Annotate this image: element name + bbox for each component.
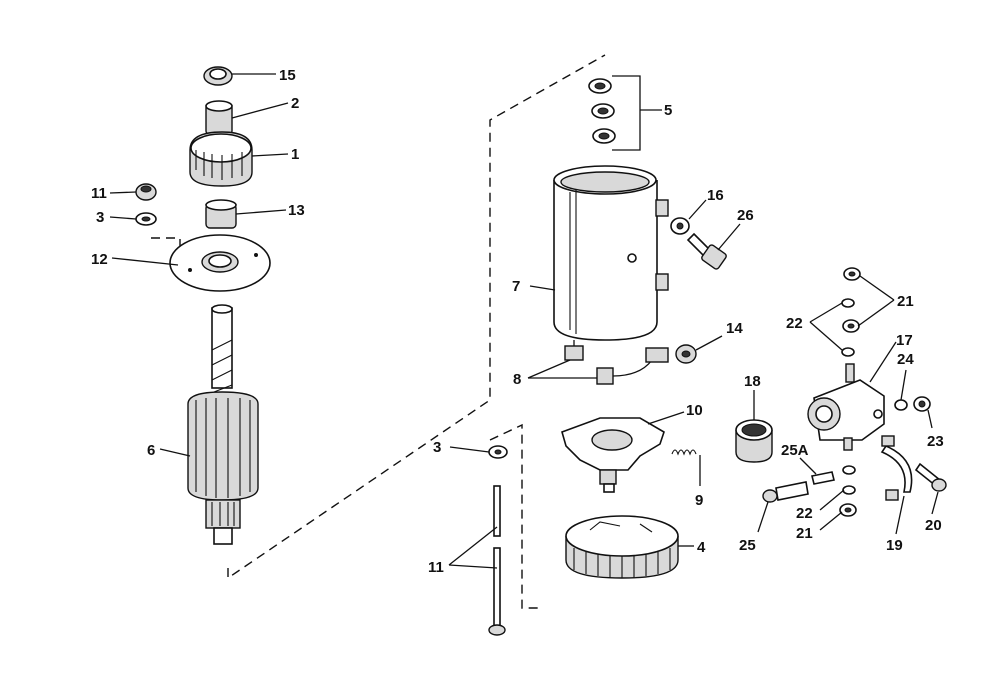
part-18-ring <box>735 419 773 463</box>
callout-18: 18 <box>744 373 761 390</box>
part-14-nut <box>675 344 697 364</box>
part-15-nut <box>203 66 233 86</box>
callout-21-bottom: 21 <box>796 525 813 542</box>
part-8-brush-leads <box>564 340 669 385</box>
part-21-nut-lower <box>839 503 857 517</box>
part-11-nut-top <box>135 183 157 201</box>
callout-3-top: 3 <box>96 209 104 226</box>
callout-2: 2 <box>291 95 299 112</box>
part-22-washer-upper-a <box>841 298 855 308</box>
part-22-washer-lower <box>842 465 856 495</box>
callout-23: 23 <box>927 433 944 450</box>
callout-17: 17 <box>896 332 913 349</box>
part-12-end-plate <box>169 234 271 292</box>
part-3-washer-mid <box>488 445 508 459</box>
callout-6: 6 <box>147 442 155 459</box>
part-25A-stud <box>811 471 835 485</box>
part-10-brush-plate <box>561 417 665 493</box>
part-21-nut-upper-b <box>842 319 860 333</box>
callout-labels: 15 2 1 11 3 13 12 6 5 16 26 7 14 8 10 3 … <box>91 67 944 576</box>
part-24-washer <box>894 399 908 411</box>
callout-19: 19 <box>886 537 903 554</box>
part-11-through-bolts <box>488 485 506 636</box>
callout-22-top: 22 <box>786 315 803 332</box>
callout-16: 16 <box>707 187 724 204</box>
part-9-springs <box>671 449 697 456</box>
callout-14: 14 <box>726 320 743 337</box>
callout-22-bottom: 22 <box>796 505 813 522</box>
callout-25: 25 <box>739 537 756 554</box>
callout-7: 7 <box>512 278 520 295</box>
callout-12: 12 <box>91 251 108 268</box>
callout-1: 1 <box>291 146 299 163</box>
callout-13: 13 <box>288 202 305 219</box>
part-16-washer <box>670 217 690 235</box>
callout-11-top: 11 <box>91 185 107 202</box>
part-25-bolt <box>762 481 809 503</box>
callout-15: 15 <box>279 67 296 84</box>
callout-21-top: 21 <box>897 293 914 310</box>
callout-11-bottom: 11 <box>428 559 444 576</box>
callout-3-mid: 3 <box>433 439 441 456</box>
part-13-bushing <box>205 199 237 229</box>
leader-lines <box>109 73 939 569</box>
callout-25A: 25A <box>781 442 809 459</box>
callout-5: 5 <box>664 102 672 119</box>
part-26-bolt <box>686 232 727 270</box>
callout-9: 9 <box>695 492 703 509</box>
part-20-screw <box>914 462 947 492</box>
callout-20: 20 <box>925 517 942 534</box>
part-22-washer-upper-b <box>841 347 855 357</box>
callout-4: 4 <box>697 539 706 556</box>
part-5-washers <box>588 78 616 144</box>
callout-26: 26 <box>737 207 754 224</box>
callout-8: 8 <box>513 371 521 388</box>
part-6-armature <box>187 304 259 545</box>
part-3-washer-top <box>135 212 157 226</box>
part-21-nut-upper-a <box>843 267 861 281</box>
callout-10: 10 <box>686 402 703 419</box>
part-17-solenoid <box>807 363 885 451</box>
part-1-2-drive-pinion <box>189 100 253 187</box>
part-7-housing <box>553 165 669 341</box>
part-19-strap <box>880 435 913 501</box>
callout-24: 24 <box>897 351 914 368</box>
part-4-end-cap <box>565 515 679 579</box>
part-23-nut <box>913 396 931 412</box>
